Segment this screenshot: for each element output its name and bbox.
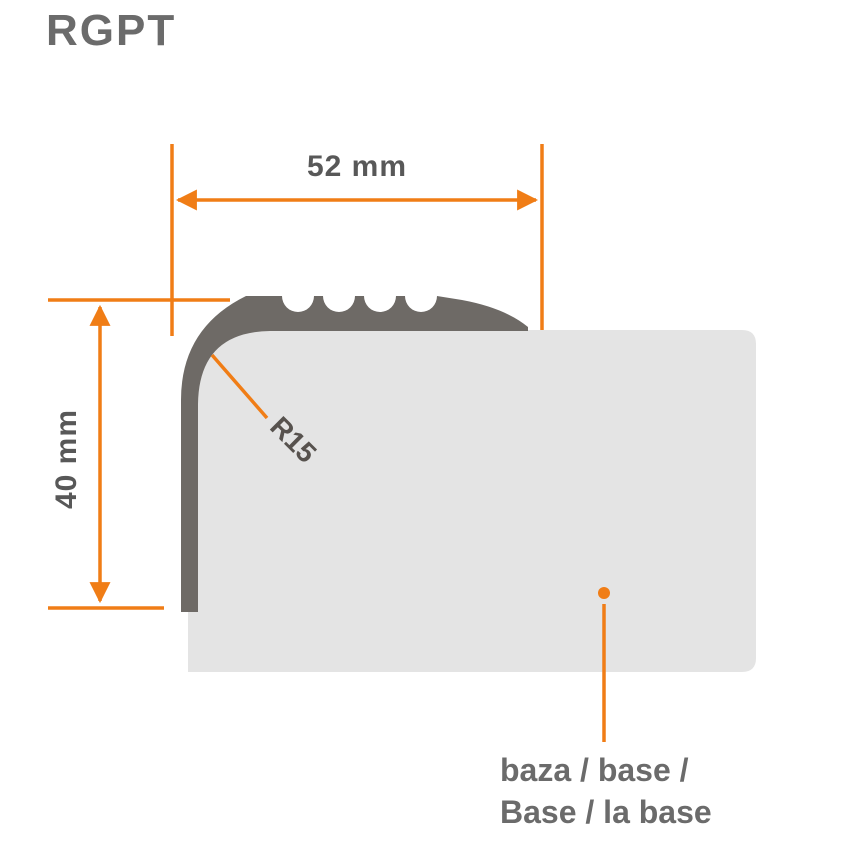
- base-label: baza / base / Base / la base: [500, 750, 712, 833]
- base-leader-dot: [598, 587, 610, 599]
- base-shape: [188, 330, 756, 672]
- width-dimension-label: 52 mm: [306, 150, 408, 183]
- page-title: RGPT: [46, 6, 177, 55]
- base-label-line1: baza / base /: [500, 752, 689, 788]
- width-dimension: [170, 144, 544, 336]
- base-leader: [598, 587, 610, 742]
- nosing-profile-shape: [181, 296, 528, 612]
- height-dimension-label: 40 mm: [50, 408, 83, 510]
- radius-leader-line: [210, 353, 269, 420]
- height-dimension: [48, 298, 230, 610]
- base-label-line2: Base / la base: [500, 793, 712, 830]
